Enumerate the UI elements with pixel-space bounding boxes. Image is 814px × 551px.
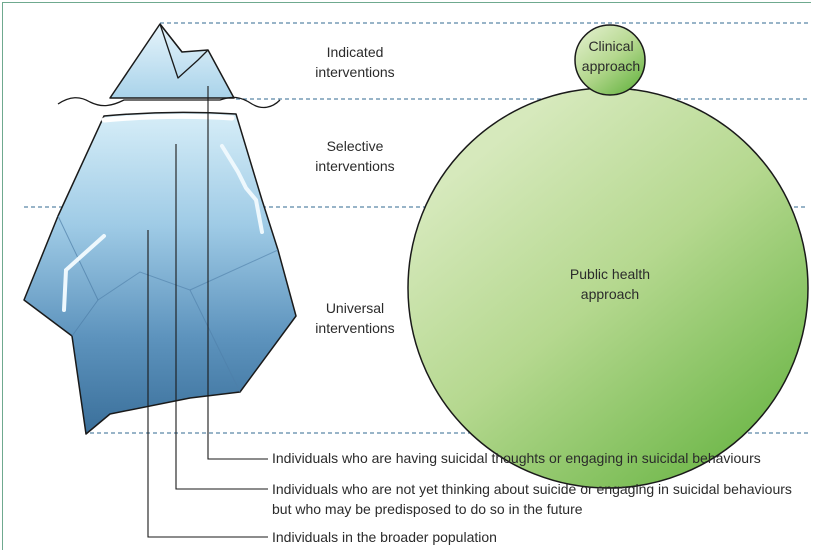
label-clinical-line1: Clinical [588,38,634,54]
label-indicated-line1: Indicated [326,44,384,60]
leader-line-universal [147,230,268,538]
label-clinical-line2: approach [581,58,641,74]
leader-lines [147,86,268,538]
label-universal-line2: interventions [315,320,395,336]
legend-universal-population: Individuals in the broader population [272,529,497,545]
label-public-health-approach: Public health approach [540,264,680,304]
label-indicated-line2: interventions [315,64,395,80]
label-selective-line1: Selective [326,138,384,154]
legend-indicated-population: Individuals who are having suicidal thou… [272,450,761,466]
iceberg-tip [109,23,235,99]
water-line [57,96,281,109]
label-public-health-line1: Public health [569,266,651,282]
iceberg-submerged [23,111,297,435]
clinical-circle [574,24,646,96]
label-universal-interventions: Universal interventions [290,298,420,338]
label-universal-line1: Universal [325,300,385,316]
leader-line-selective [175,144,268,490]
leader-line-indicated [207,86,268,460]
label-indicated-interventions: Indicated interventions [290,42,420,82]
label-clinical-approach: Clinical approach [566,36,656,76]
label-selective-interventions: Selective interventions [290,136,420,176]
label-public-health-line2: approach [580,286,640,302]
label-selective-line2: interventions [315,158,395,174]
legend-selective-population: Individuals who are not yet thinking abo… [272,481,792,517]
